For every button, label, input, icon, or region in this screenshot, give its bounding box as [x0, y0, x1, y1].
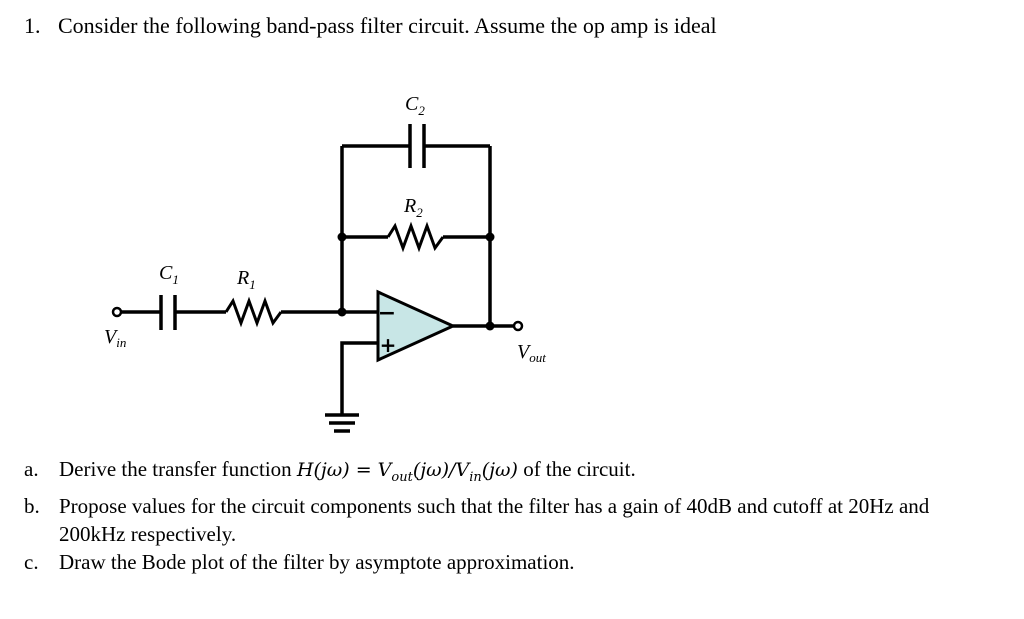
sub-question-letter: c. — [24, 549, 39, 574]
sub-question-text-end: of the circuit. — [517, 457, 636, 481]
plus-input-wire — [340, 341, 378, 415]
junction-dot — [485, 321, 495, 331]
question-header: 1. Consider the following band-pass filte… — [24, 13, 717, 39]
sub-question-letter: a. — [24, 457, 39, 481]
math-in-subscript: in — [469, 469, 482, 485]
c2-label: C2 — [405, 93, 425, 118]
sub-question-text: Draw the Bode plot of the filter by asym… — [59, 549, 575, 574]
c1-label: C1 — [159, 262, 179, 287]
vout-label: Vout — [517, 341, 546, 365]
junction-dot — [485, 232, 495, 242]
sub-question-text-start: Derive the transfer function — [59, 457, 297, 481]
op-amp-minus-sign: − — [378, 301, 396, 326]
question-number: 1. — [24, 13, 41, 38]
math-mid: (jω)/V — [412, 459, 470, 481]
math-h: H(jω) = V — [296, 459, 392, 481]
math-end: (jω) — [481, 459, 518, 481]
sub-question-text: Derive the transfer function H(jω) = Vou… — [59, 455, 989, 492]
sub-question-letter: b. — [24, 493, 40, 518]
vin-terminal — [111, 306, 123, 318]
junction-dot — [337, 232, 347, 242]
sub-question-text: Propose values for the circuit component… — [59, 493, 930, 546]
sub-question-b: b. Propose values for the circuit compon… — [24, 492, 989, 548]
c1-capacitor — [159, 295, 177, 330]
vout-terminal — [512, 320, 524, 332]
sub-questions: a. Derive the transfer function H(jω) = … — [24, 455, 989, 576]
sub-question-c: c. Draw the Bode plot of the filter by a… — [24, 548, 989, 576]
op-amp-plus-sign: + — [380, 333, 397, 357]
junction-dot — [337, 307, 347, 317]
math-out-subscript: out — [391, 469, 413, 485]
sub-question-a: a. Derive the transfer function H(jω) = … — [24, 455, 989, 492]
r1-resistor — [224, 296, 283, 328]
ground-symbol — [325, 413, 359, 433]
op-amp — [376, 289, 457, 363]
r1-label: R1 — [236, 267, 256, 292]
transfer-function-expression: H(jω) = Vout(jω)/Vin(jω) — [296, 459, 518, 485]
c2-capacitor — [408, 124, 426, 168]
r2-label: R2 — [403, 195, 423, 220]
question-text: Consider the following band-pass filter … — [58, 13, 717, 38]
vin-label: Vin — [104, 326, 126, 350]
r2-resistor — [386, 221, 445, 253]
